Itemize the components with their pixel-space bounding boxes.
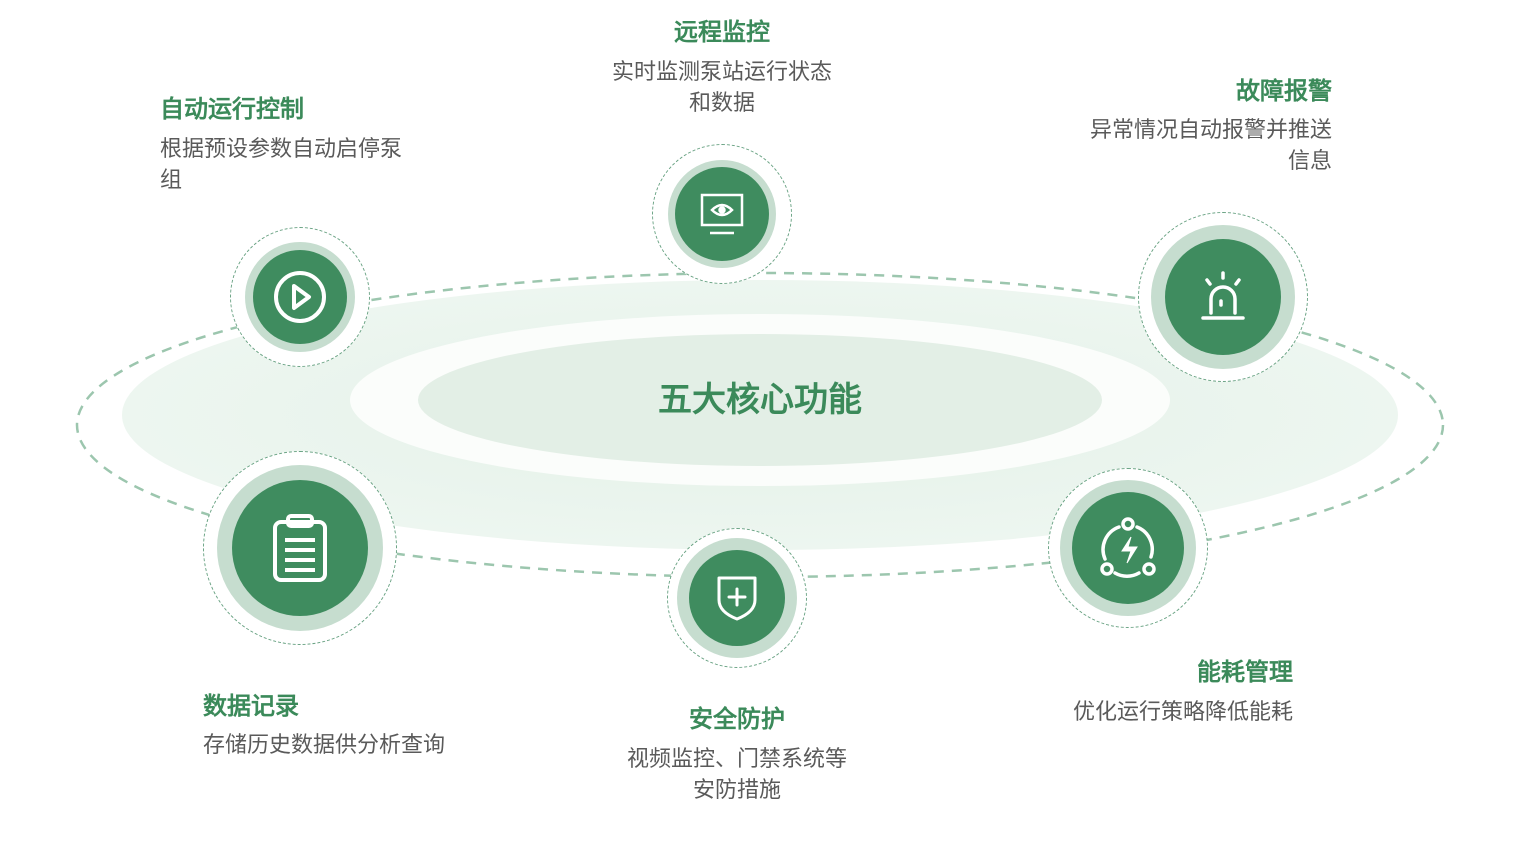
feature-desc-fault-alarm: 异常情况自动报警并推送信息 [1089, 118, 1332, 174]
energy-cycle-icon [1072, 492, 1184, 604]
feature-desc-data-record: 存储历史数据供分析查询 [203, 733, 446, 758]
feature-desc-energy: 优化运行策略降低能耗 [1072, 700, 1293, 725]
clipboard-icon [232, 480, 368, 616]
feature-desc-security: 视频监控、门禁系统等安防措施 [626, 747, 848, 803]
feature-title-energy: 能耗管理 [1197, 658, 1293, 686]
alarm-light-icon [1165, 239, 1281, 355]
feature-title-security: 安全防护 [689, 705, 785, 733]
feature-title-fault-alarm: 故障报警 [1236, 77, 1332, 105]
feature-title-auto-control: 自动运行控制 [160, 95, 304, 123]
feature-desc-auto-control: 根据预设参数自动启停泵组 [160, 137, 403, 193]
monitor-eye-icon [675, 167, 769, 261]
play-icon [253, 250, 347, 344]
feature-title-remote-monitoring: 远程监控 [674, 18, 770, 46]
feature-desc-remote-monitoring: 实时监测泵站运行状态和数据 [611, 60, 833, 116]
feature-title-data-record: 数据记录 [203, 692, 299, 720]
inner-core-ellipse [418, 334, 1102, 466]
center-title: 五大核心功能 [658, 380, 862, 420]
shield-plus-icon [689, 550, 785, 646]
